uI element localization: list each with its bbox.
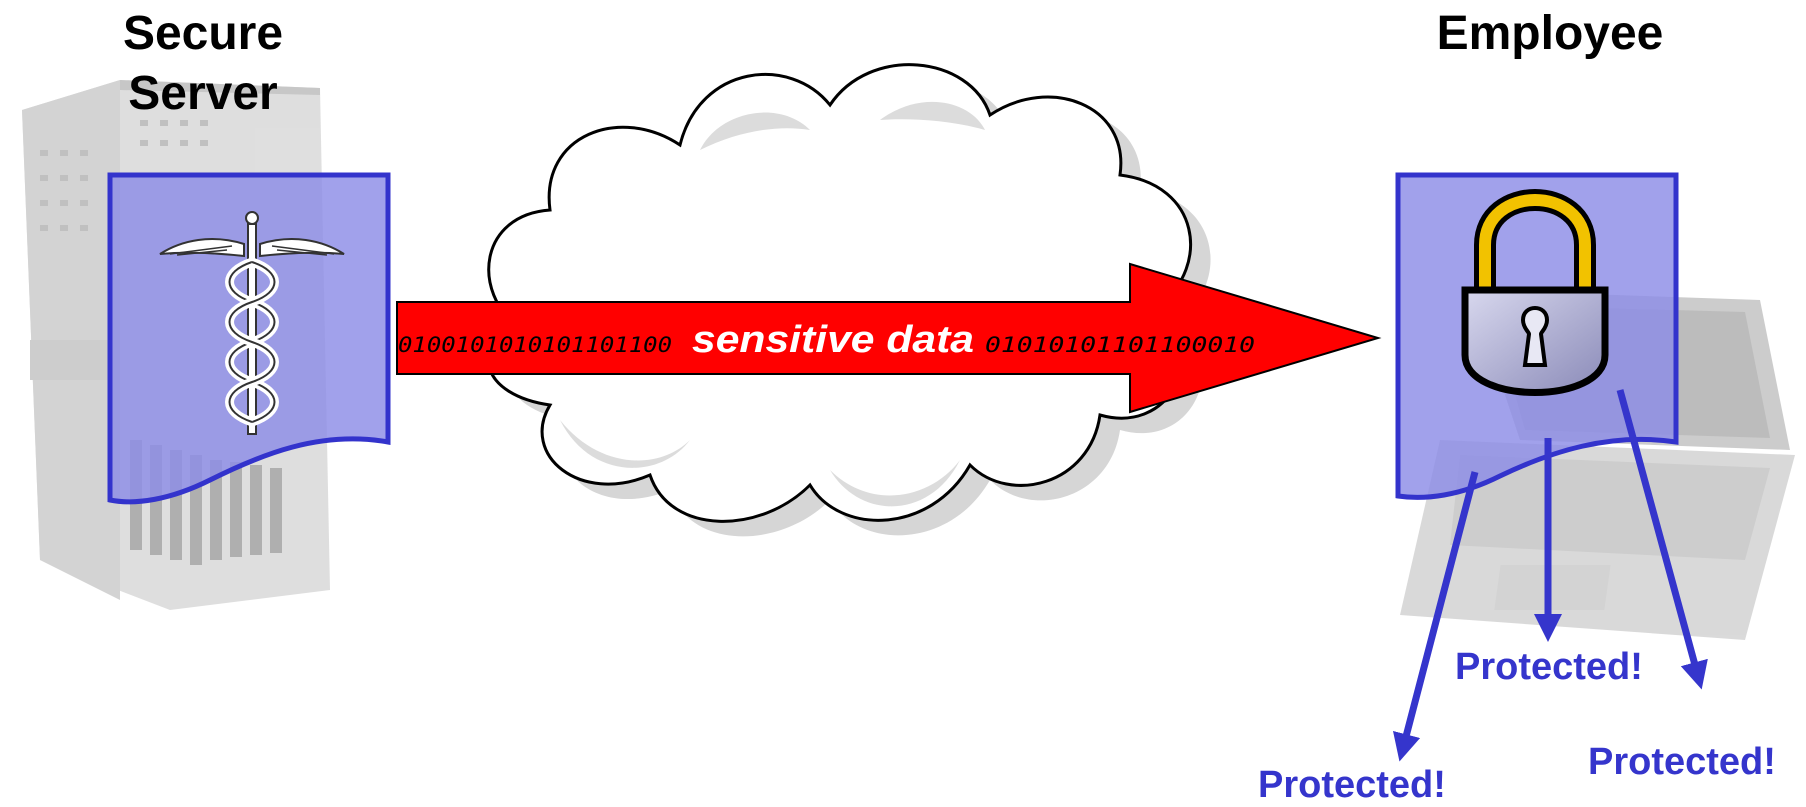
server-title-line2: Server [128,67,278,120]
bits-left: 0100101010101101100 [398,333,672,357]
padlock-icon [1461,189,1609,396]
cloud-inner-shading [560,101,985,507]
data-transfer-arrow [396,262,1382,414]
server-title-line1: Secure [122,7,284,60]
protection-arrow [1392,471,1479,762]
employee-title: Employee [1436,7,1664,60]
protection-arrow [1616,389,1708,690]
caduceus-icon [159,211,345,435]
protected-label-left: Protected! [1258,764,1446,806]
protected-label-center: Protected! [1455,646,1643,688]
bits-right: 01010101101100010 [985,333,1255,357]
protected-label-right: Protected! [1588,741,1776,783]
server-title: Secure Server [108,4,298,124]
sensitive-data-label: sensitive data [692,319,974,361]
